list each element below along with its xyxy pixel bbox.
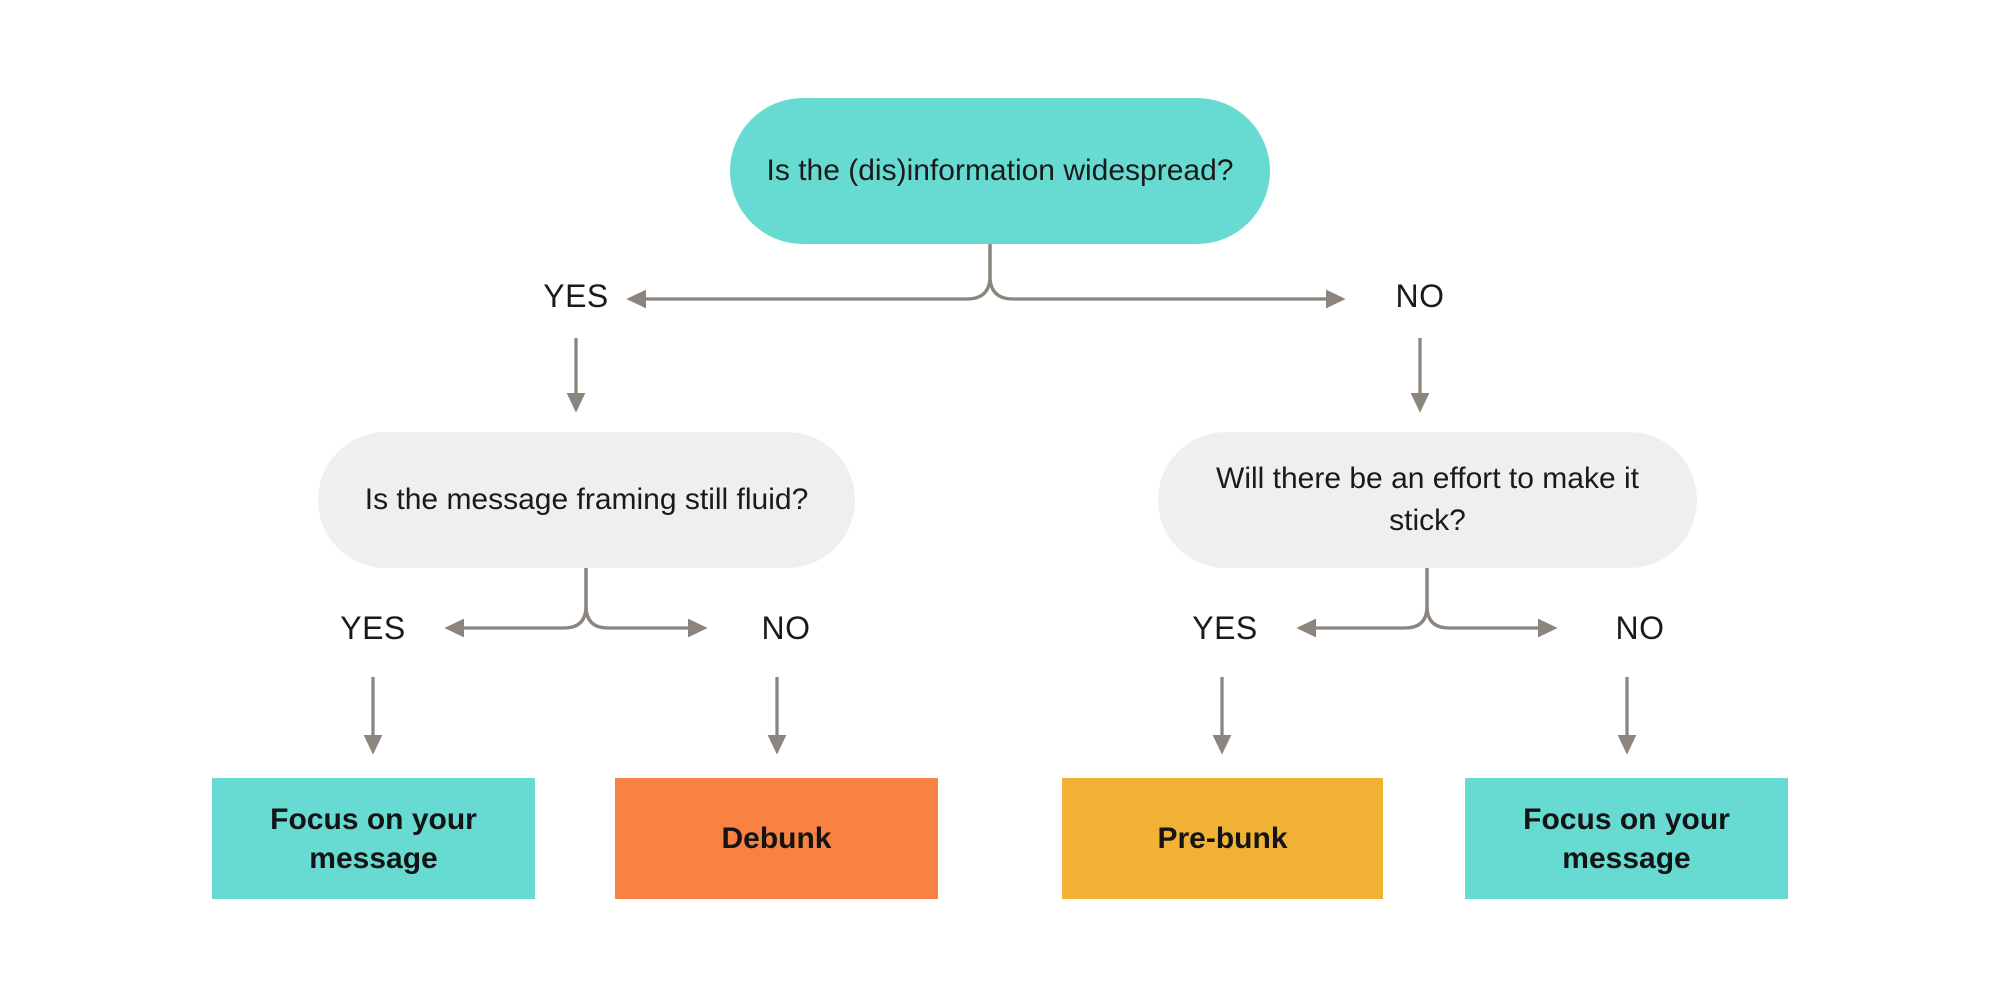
outcome-focus-on-message-right: Focus on your message <box>1465 778 1788 899</box>
root-question-text: Is the (dis)information widespread? <box>766 154 1234 187</box>
connector-root-to-yes <box>626 242 992 309</box>
right-no-label: NO <box>1615 610 1665 646</box>
root-question-node: Is the (dis)information widespread? <box>730 98 1270 244</box>
outcome-text: Focus on your message <box>1523 802 1730 875</box>
connector-root-to-no <box>988 242 1346 309</box>
connector-right-q-to-yes <box>1296 567 1429 638</box>
outcome-text: Focus on your message <box>270 802 477 875</box>
outcome-focus-on-message-left: Focus on your message <box>212 778 535 899</box>
root-yes-label: YES <box>543 278 609 314</box>
left-question-node: Is the message framing still fluid? <box>318 432 855 568</box>
root-no-label: NO <box>1395 278 1445 314</box>
right-yes-label: YES <box>1192 610 1258 646</box>
outcome-text: Pre-bunk <box>1157 822 1288 855</box>
connector-left-q-to-yes <box>444 567 588 638</box>
left-question-text: Is the message framing still fluid? <box>364 483 809 516</box>
left-yes-label: YES <box>340 610 406 646</box>
outcome-debunk: Debunk <box>615 778 938 899</box>
outcome-text: Debunk <box>721 822 832 855</box>
right-question-text: Will there be an effort to make it stick… <box>1216 462 1639 537</box>
right-question-node: Will there be an effort to make it stick… <box>1158 432 1697 568</box>
left-no-label: NO <box>761 610 811 646</box>
connector-left-q-to-no <box>584 567 708 638</box>
outcome-prebunk: Pre-bunk <box>1062 778 1383 899</box>
connector-right-q-to-no <box>1425 567 1558 638</box>
